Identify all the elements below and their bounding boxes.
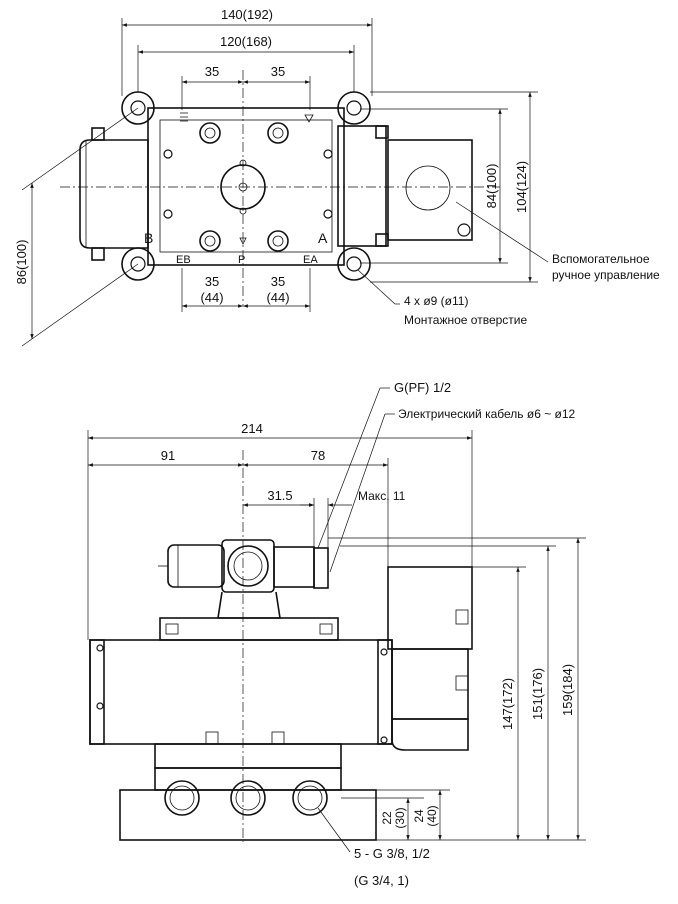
port-symbol-ea-top xyxy=(304,114,314,123)
port-symbol-eb-top xyxy=(180,112,188,122)
dim-upper-left: 35 xyxy=(205,64,219,79)
dim-lower-left-a: 35 xyxy=(205,274,219,289)
port-label-p: P xyxy=(238,254,245,266)
dim-base-30: (30) xyxy=(393,807,407,828)
dim-front-left: 91 xyxy=(161,448,175,463)
top-view: B A P EB EA 140(192) 120(168) 35 35 35 (… xyxy=(14,7,660,347)
dim-lower-right-b: (44) xyxy=(266,290,289,305)
port-symbol-p xyxy=(239,237,247,245)
dim-upper-right: 35 xyxy=(271,64,285,79)
label-manual-override-1: Вспомогательное xyxy=(552,252,650,266)
dim-mount-width: 120(168) xyxy=(220,34,272,49)
dim-base-24: 24 xyxy=(412,809,426,823)
dim-base-40: (40) xyxy=(425,805,439,826)
label-port-thread-2: (G 3/4, 1) xyxy=(354,873,409,888)
dim-lower-left-b: (44) xyxy=(200,290,223,305)
dim-front-right: 78 xyxy=(311,448,325,463)
junction-box-top xyxy=(387,139,473,241)
label-electric-cable: Электрический кабель ø6 ~ ø12 xyxy=(398,407,576,421)
port-label-eb: EB xyxy=(176,254,191,266)
dim-max-11: Макс. 11 xyxy=(358,489,406,503)
valve-body-top xyxy=(147,107,389,266)
dim-lower-right-a: 35 xyxy=(271,274,285,289)
label-port-thread-1: 5 - G 3/8, 1/2 xyxy=(354,846,430,861)
port-holes xyxy=(163,122,333,252)
label-manual-override-2: ручное управление xyxy=(552,268,660,282)
left-solenoid-coil xyxy=(79,127,149,261)
port-label-b: B xyxy=(144,230,153,246)
label-conduit-thread: G(PF) 1/2 xyxy=(394,380,451,395)
dim-base-22: 22 xyxy=(380,811,394,825)
dim-left-diagonal: 86(100) xyxy=(14,240,29,285)
dim-height-151: 151(176) xyxy=(530,668,545,720)
dim-height-159: 159(184) xyxy=(560,664,575,716)
dim-height-outer: 104(124) xyxy=(514,161,529,213)
label-mount-hole-2: Монтажное отверстие xyxy=(404,313,527,327)
sub-plate xyxy=(119,767,377,841)
port-label-a: A xyxy=(318,230,328,246)
dim-front-overall: 214 xyxy=(241,421,263,436)
dim-conduit-offset: 31.5 xyxy=(267,488,292,503)
port-label-ea: EA xyxy=(303,254,318,266)
dim-height-147: 147(172) xyxy=(500,678,515,730)
junction-box-front xyxy=(387,566,473,751)
front-view: 214 91 78 31.5 Макс. 11 G(PF) 1/2 Электр… xyxy=(87,380,586,888)
label-mount-hole-1: 4 x ø9 (ø11) xyxy=(404,294,468,308)
valve-body-front xyxy=(89,591,393,769)
dim-height-inner: 84(100) xyxy=(484,164,499,209)
dim-overall-width: 140(192) xyxy=(221,7,273,22)
conduit-fitting xyxy=(158,539,329,593)
